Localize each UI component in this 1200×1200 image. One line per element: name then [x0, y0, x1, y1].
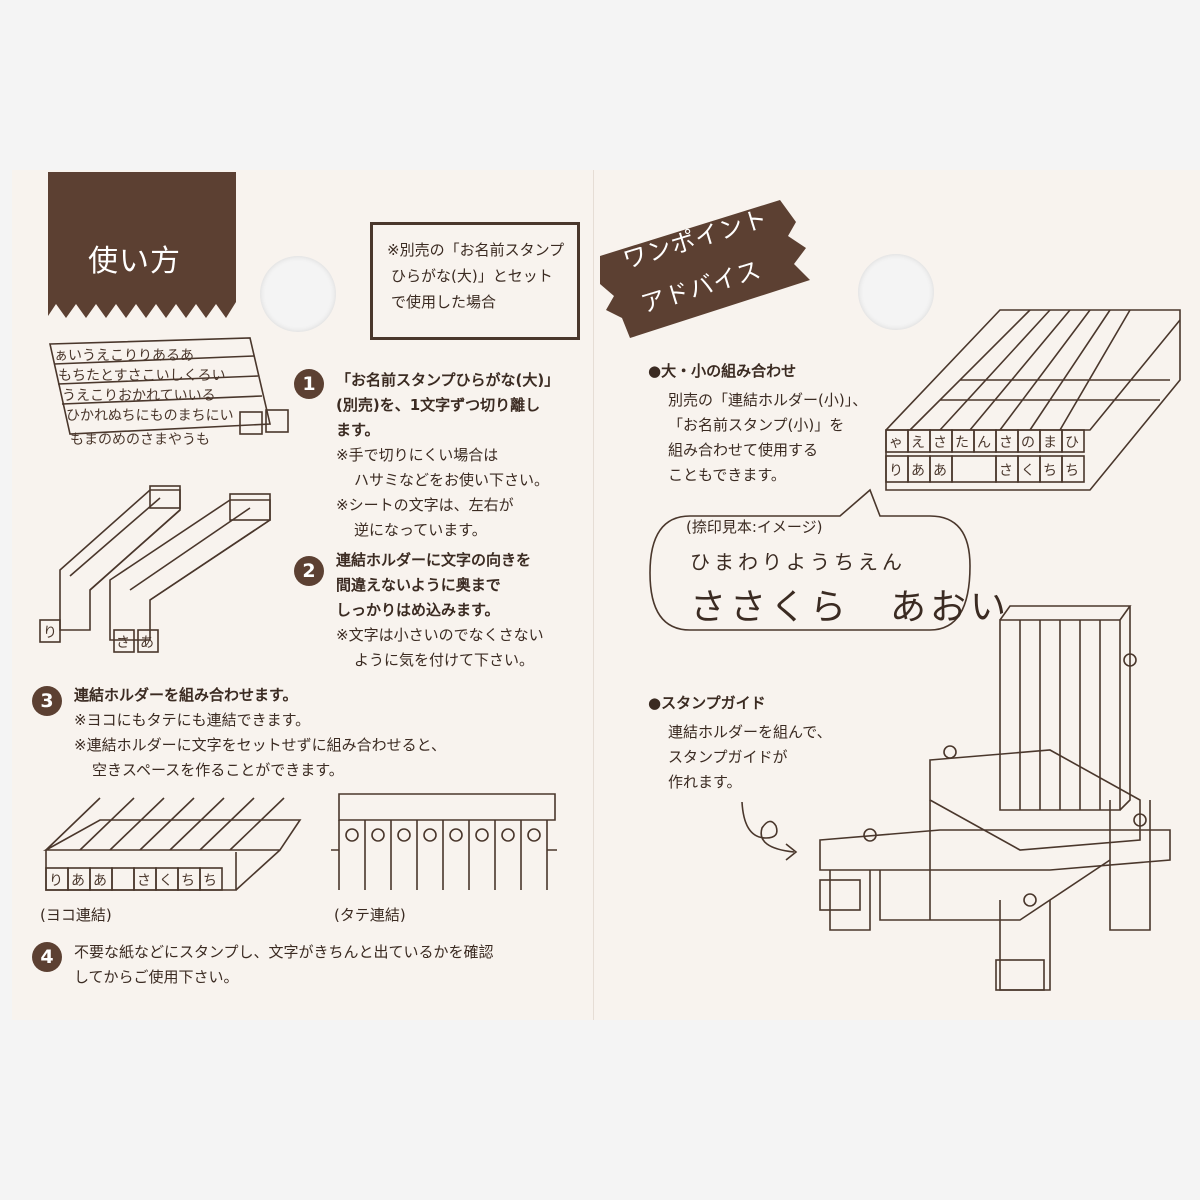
svg-text:ひかれぬちにものまちにい: ひかれぬちにものまちにい: [66, 408, 234, 424]
usage-banner-title: 使い方: [88, 244, 181, 279]
svg-text:く: く: [1021, 463, 1035, 479]
step-note: 逆になっています。: [354, 521, 487, 539]
svg-text:の: の: [1021, 435, 1035, 451]
note-box: ※別売の「お名前スタンプ ひらがな(大)」とセット で使用した場合: [370, 222, 580, 340]
step-line: 連結ホルダーに文字の向きを: [336, 551, 532, 569]
svg-text:ち: ち: [1065, 463, 1079, 479]
step-line: ます。: [336, 421, 380, 439]
para-line: こともできます。: [668, 466, 786, 484]
svg-text:さ: さ: [999, 463, 1013, 479]
svg-text:あ: あ: [933, 463, 947, 479]
stamp-sample-label: (捺印見本:イメージ): [686, 518, 823, 536]
step-3-text: 連結ホルダーを組み合わせます。 ※ヨコにもタテにも連結できます。 ※連結ホルダー…: [74, 683, 446, 783]
stamp-guide-illustration: [819, 605, 1171, 991]
combination-text: 別売の「連結ホルダー(小)」、 「お名前スタンプ(小)」を 組み合わせて使用する…: [668, 388, 867, 488]
step-line: 「お名前スタンプひらがな(大)」: [336, 371, 560, 389]
step-note: ※手で切りにくい場合は: [336, 446, 499, 464]
note-line: で使用した場合: [391, 293, 497, 311]
para-line: 組み合わせて使用する: [668, 441, 819, 459]
stamp-sheet-illustration: ぁいうえこりりあるあ もちたとすさこいしくろい うえこりおかれていいる ひかれぬ…: [49, 337, 289, 448]
step-line: 不要な紙などにスタンプし、文字がきちんと出ているかを確認: [74, 943, 494, 961]
svg-text:さ: さ: [116, 635, 130, 651]
svg-text:うえこりおかれていいる: うえこりおかれていいる: [62, 388, 216, 404]
para-line: 別売の「連結ホルダー(小)」、: [668, 391, 868, 409]
svg-text:り: り: [889, 463, 903, 479]
combined-holder-illustration: ゃ え さ た ん さ の ま ひ り あ あ さ く ち ち: [885, 309, 1181, 491]
step-line: 連結ホルダーを組み合わせます。: [74, 686, 298, 704]
stamp-sample-line1: ひまわりようちえん: [690, 550, 906, 574]
svg-text:え: え: [911, 435, 925, 451]
horizontal-link-illustration: り あ あ さ く ち ち: [42, 797, 302, 891]
caption-horizontal: (ヨコ連結): [40, 906, 112, 924]
stamp-sample-line2: ささくら あおい: [690, 587, 1011, 628]
vertical-link-illustration: [331, 793, 557, 890]
svg-text:ち: ち: [203, 873, 217, 889]
svg-text:ゃ: ゃ: [889, 435, 903, 451]
svg-text:あ: あ: [71, 873, 85, 889]
para-line: 「お名前スタンプ(小)」を: [668, 416, 845, 434]
step-line: (別売)を、1文字ずつ切り離し: [336, 396, 541, 414]
svg-text:もちたとすさこいしくろい: もちたとすさこいしくろい: [58, 368, 226, 384]
para-line: 連結ホルダーを組んで、: [668, 723, 832, 741]
step-line: してからご使用下さい。: [74, 968, 239, 986]
curly-arrow-icon: [741, 801, 798, 861]
step-note: ※ヨコにもタテにも連結できます。: [74, 711, 311, 729]
svg-text:さ: さ: [933, 435, 947, 451]
punch-hole-right: [858, 254, 934, 330]
svg-text:ち: ち: [1043, 463, 1057, 479]
svg-text:あ: あ: [93, 873, 107, 889]
usage-banner: [48, 172, 236, 318]
svg-text:ち: ち: [181, 873, 195, 889]
fold-line: [593, 170, 594, 1020]
step-2-number: 2: [294, 556, 324, 586]
note-line: ひらがな(大)」とセット: [391, 267, 553, 285]
step-4-text: 不要な紙などにスタンプし、文字がきちんと出ているかを確認 してからご使用下さい。: [74, 940, 494, 990]
para-line: 作れます。: [668, 773, 742, 791]
svg-text:ひ: ひ: [1065, 435, 1079, 451]
svg-text:ぁいうえこりりあるあ: ぁいうえこりりあるあ: [54, 348, 194, 364]
step-2-text: 連結ホルダーに文字の向きを 間違えないように奥まで しっかりはめ込みます。 ※文…: [336, 548, 544, 673]
step-line: しっかりはめ込みます。: [336, 601, 500, 619]
step-3-number: 3: [32, 686, 62, 716]
svg-text:く: く: [159, 873, 173, 889]
combination-heading: ●大・小の組み合わせ: [648, 362, 797, 380]
step-note: ように気を付けて下さい。: [354, 651, 535, 669]
svg-text:さ: さ: [999, 435, 1013, 451]
note-line: ※別売の「お名前スタンプ: [387, 241, 565, 259]
svg-text:ん: ん: [977, 435, 991, 451]
advice-banner: [600, 200, 810, 338]
para-line: スタンプガイドが: [668, 748, 788, 766]
svg-text:あ: あ: [911, 463, 925, 479]
step-1-number: 1: [294, 369, 324, 399]
step-1-text: 「お名前スタンプひらがな(大)」 (別売)を、1文字ずつ切り離し ます。 ※手で…: [336, 368, 559, 543]
step-line: 間違えないように奥まで: [336, 576, 501, 594]
step-note: 空きスペースを作ることができます。: [92, 761, 344, 779]
svg-text:り: り: [49, 873, 63, 889]
step-note: ※文字は小さいのでなくさない: [336, 626, 544, 644]
speech-bubble: [649, 488, 971, 631]
svg-text:り: り: [43, 625, 57, 641]
stamp-guide-heading: ●スタンプガイド: [648, 694, 766, 712]
step-4-number: 4: [32, 942, 62, 972]
caption-vertical: (タテ連結): [334, 906, 406, 924]
svg-text:もまのめのさまやうも: もまのめのさまやうも: [70, 432, 210, 448]
holder-illustration: り さ あ: [39, 485, 271, 653]
svg-text:あ: あ: [140, 635, 154, 651]
svg-text:た: た: [955, 435, 969, 451]
svg-text:さ: さ: [137, 873, 151, 889]
stamp-guide-text: 連結ホルダーを組んで、 スタンプガイドが 作れます。: [668, 720, 832, 795]
punch-hole-left: [260, 256, 336, 332]
svg-text:ま: ま: [1043, 435, 1057, 451]
step-note: ※連結ホルダーに文字をセットせずに組み合わせると、: [74, 736, 446, 754]
step-note: ハサミなどをお使い下さい。: [354, 471, 550, 489]
step-note: ※シートの文字は、左右が: [336, 496, 514, 514]
